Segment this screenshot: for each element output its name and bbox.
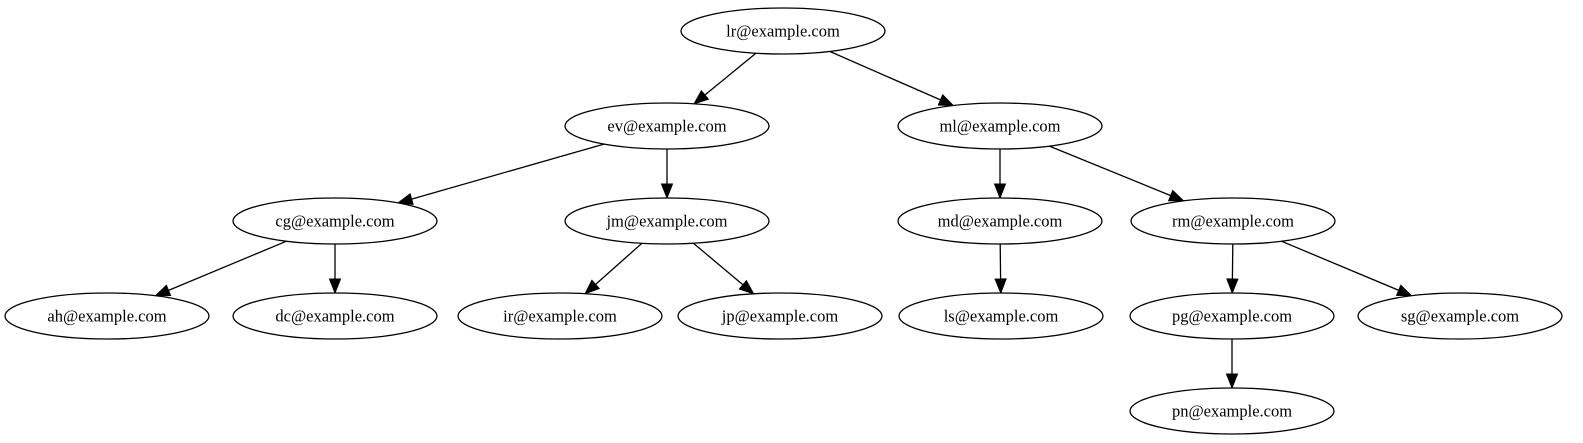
edge-arrowhead xyxy=(693,89,710,105)
node-label: ev@example.com xyxy=(607,117,726,136)
node-label: rm@example.com xyxy=(1172,212,1294,231)
edge-arrowhead xyxy=(328,278,342,295)
node-ev: ev@example.com xyxy=(564,102,770,150)
nodes-layer: lr@example.com ev@example.com ml@example.c… xyxy=(4,7,1563,435)
node-ellipse xyxy=(897,102,1103,150)
node-cg: cg@example.com xyxy=(232,197,438,245)
node-ml: ml@example.com xyxy=(897,102,1103,150)
node-label: cg@example.com xyxy=(275,212,394,231)
node-label: ls@example.com xyxy=(944,307,1059,326)
node-ellipse xyxy=(1130,197,1336,245)
node-pn: pn@example.com xyxy=(1129,387,1335,435)
edge-arrowhead xyxy=(1395,284,1413,297)
edge-ev-jm xyxy=(660,149,674,200)
node-ellipse xyxy=(677,292,883,340)
edge-line xyxy=(595,242,643,285)
edge-arrowhead xyxy=(1225,373,1239,390)
edge-ml-md xyxy=(993,149,1007,200)
edge-line xyxy=(704,52,757,96)
node-label: lr@example.com xyxy=(726,22,840,41)
edge-arrowhead xyxy=(1226,278,1239,295)
node-ellipse xyxy=(898,292,1104,340)
edge-arrowhead xyxy=(660,183,674,200)
edge-md-ls xyxy=(994,243,1007,295)
node-lr: lr@example.com xyxy=(680,7,886,55)
node-ellipse xyxy=(1129,387,1335,435)
edge-line xyxy=(1049,145,1171,197)
edge-lr-ev xyxy=(693,52,757,105)
edge-ml-rm xyxy=(1049,145,1185,202)
node-ellipse xyxy=(457,292,663,340)
node-ellipse xyxy=(232,292,438,340)
node-ah: ah@example.com xyxy=(4,292,210,340)
node-label: ah@example.com xyxy=(47,307,166,326)
node-label: sg@example.com xyxy=(1401,307,1519,326)
edge-arrowhead xyxy=(584,279,601,295)
node-ellipse xyxy=(1129,292,1335,340)
edge-line xyxy=(829,50,941,101)
node-label: ir@example.com xyxy=(503,307,617,326)
node-sg: sg@example.com xyxy=(1357,292,1563,340)
edge-arrowhead xyxy=(154,284,172,297)
node-label: dc@example.com xyxy=(275,307,394,326)
node-label: pn@example.com xyxy=(1172,402,1292,421)
node-label: pg@example.com xyxy=(1172,307,1292,326)
node-md: md@example.com xyxy=(897,197,1103,245)
node-jp: jp@example.com xyxy=(677,292,883,340)
edge-lr-ml xyxy=(829,50,955,107)
node-ir: ir@example.com xyxy=(457,292,663,340)
node-dc: dc@example.com xyxy=(232,292,438,340)
edge-line xyxy=(1281,240,1399,291)
node-ellipse xyxy=(897,197,1103,245)
edge-ev-cg xyxy=(396,143,605,205)
edge-jm-ir xyxy=(584,242,643,295)
edge-arrowhead xyxy=(993,183,1007,200)
node-jm: jm@example.com xyxy=(564,197,770,245)
node-label: md@example.com xyxy=(938,212,1063,231)
edge-pg-pn xyxy=(1225,339,1239,390)
edge-rm-pg xyxy=(1226,243,1239,295)
node-label: ml@example.com xyxy=(939,117,1060,136)
node-ellipse xyxy=(564,102,770,150)
node-ellipse xyxy=(232,197,438,245)
edge-arrowhead xyxy=(738,279,755,295)
node-pg: pg@example.com xyxy=(1129,292,1335,340)
edge-line xyxy=(692,242,744,286)
edge-cg-dc xyxy=(328,244,342,295)
node-rm: rm@example.com xyxy=(1130,197,1336,245)
node-ellipse xyxy=(680,7,886,55)
node-ellipse xyxy=(564,197,770,245)
edge-line xyxy=(411,143,605,200)
edge-line xyxy=(168,240,287,291)
edges-layer xyxy=(154,50,1413,390)
node-label: jm@example.com xyxy=(605,212,727,231)
edge-arrowhead xyxy=(1167,189,1185,202)
edge-rm-sg xyxy=(1281,240,1413,297)
node-ellipse xyxy=(1357,292,1563,340)
edge-arrowhead xyxy=(937,94,955,107)
node-ellipse xyxy=(4,292,210,340)
edge-jm-jp xyxy=(692,242,755,295)
node-label: jp@example.com xyxy=(721,307,839,326)
edge-arrowhead xyxy=(994,278,1007,295)
edge-arrowhead xyxy=(396,192,414,205)
node-ls: ls@example.com xyxy=(898,292,1104,340)
edge-cg-ah xyxy=(154,240,287,297)
